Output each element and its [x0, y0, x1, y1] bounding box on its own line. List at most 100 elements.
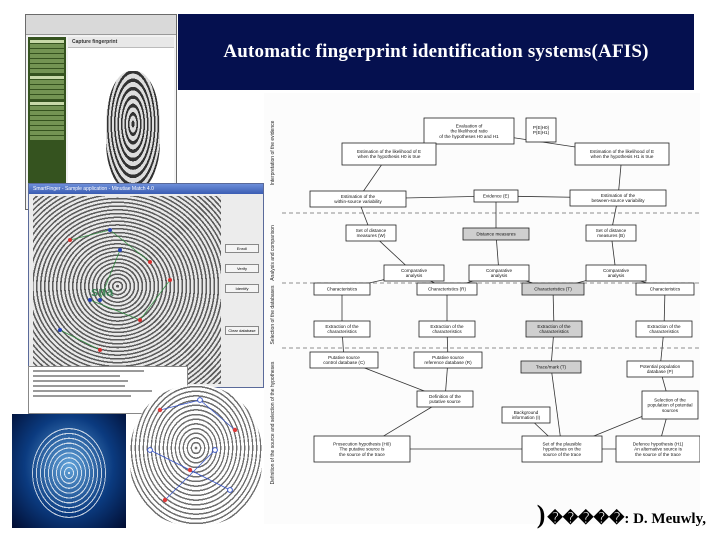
flow-node-distance: Distance measures: [462, 227, 530, 241]
flow-node-text: Characteristics (R): [428, 287, 467, 292]
credit-author: : D. Meuwly,: [624, 511, 706, 527]
flow-node-text: control database (C): [323, 360, 365, 365]
flow-node-text: Putative source: [328, 355, 360, 360]
flow-node-char-c: Characteristics: [313, 282, 371, 296]
flow-node-text: Evaluation of: [456, 123, 483, 128]
flow-node-text: of the hypotheses H0 and H1: [439, 134, 499, 139]
flow-node-text: measures (B): [597, 233, 625, 238]
flow-node-text: Set of distance: [596, 228, 627, 233]
flow-node-text: reference database (R): [424, 360, 472, 365]
flow-node-text: when the hypothesis H1 is true: [591, 154, 654, 159]
flow-node-text: Extraction of the: [430, 324, 464, 329]
flow-node-text: Extraction of the: [647, 324, 681, 329]
flow-node-text: database (P): [647, 369, 674, 374]
flow-node-text: Set of distance: [356, 228, 387, 233]
flow-node-text: P(E|H1): [533, 130, 550, 135]
flow-node-text: Selection of the: [654, 397, 686, 402]
watermark-text: sna: [91, 284, 114, 299]
flow-side-label: Definition of the source and selection o…: [270, 361, 276, 484]
enroll-button[interactable]: Enroll: [225, 244, 259, 253]
flow-node-text: analysis: [406, 273, 423, 278]
flow-node-char-t: Characteristics (T): [521, 282, 585, 296]
identify-button[interactable]: Identify: [225, 284, 259, 293]
flow-node-text: An alternative source is: [634, 447, 682, 452]
flow-node-text: sources: [662, 408, 679, 413]
flow-node-text: when the hypothesis H0 is true: [358, 154, 421, 159]
flow-side-label: Interpretation of the evidence: [270, 120, 276, 185]
flow-node-text: analysis: [608, 273, 625, 278]
flow-node-text: Distance measures: [476, 232, 516, 237]
flow-node-text: Comparative: [401, 268, 427, 273]
flow-node-trace: Trace/mark (T): [520, 360, 582, 374]
matcher-app-window: SmartFinger - Sample application - Minut…: [28, 183, 264, 388]
browser-content: Capture fingerprint: [68, 37, 174, 207]
flow-node-text: Estimation of the likelihood of E: [357, 149, 421, 154]
clear-database-button[interactable]: Clear database: [225, 326, 259, 335]
flow-node-text: Putative source: [432, 355, 464, 360]
flow-node-text: Estimation of the: [601, 193, 636, 198]
flow-node-text: source of the trace: [543, 452, 581, 457]
flow-node-text: Extraction of the: [325, 324, 359, 329]
flow-node-text: P(E|H0): [533, 125, 550, 130]
capture-header: Capture fingerprint: [68, 37, 174, 48]
flow-node-text: putative source: [429, 399, 461, 404]
flow-node-prosecution: Prosecution hypothesis (H0)The putative …: [313, 435, 411, 463]
flow-node-text: characteristics: [539, 329, 569, 334]
flow-node-char-p: Characteristics: [635, 282, 695, 296]
flow-node-text: Set of the plausible: [542, 441, 582, 446]
flow-node-text: Comparative: [603, 268, 629, 273]
flow-node-text: the likelihood ratio: [450, 129, 487, 134]
flow-node-evidence: Evidence (E): [473, 189, 519, 203]
flow-node-text: Estimation of the likelihood of E: [590, 149, 654, 154]
flow-node-text: Prosecution hypothesis (H0): [333, 441, 391, 446]
flow-node-text: between-source variability: [591, 198, 645, 203]
flow-node-text: Characteristics: [650, 287, 681, 292]
credit-paren: ): [536, 500, 546, 529]
flow-node-text: Characteristics (T): [534, 287, 572, 292]
flow-node-text: analysis: [491, 273, 508, 278]
flow-node-text: Evidence (E): [483, 194, 510, 199]
annotated-latent-print: [130, 385, 262, 525]
flow-node-text: Defence hypothesis (H1): [633, 441, 684, 446]
browser-screenshot: Capture fingerprint: [25, 14, 177, 210]
flow-node-text: hypotheses on the: [543, 447, 581, 452]
browser-toolbar: [26, 15, 176, 35]
fingerprint-image: [106, 71, 160, 189]
flow-node-text: Potential population: [640, 364, 681, 369]
blue-fingerprint-illustration: [12, 414, 126, 528]
flow-node-text: The putative source is: [340, 447, 386, 452]
flow-side-label: Analysis and comparison: [270, 225, 276, 281]
flow-node-text: Definition of the: [429, 394, 461, 399]
credit-garbled: �����: [547, 511, 625, 527]
slide-title-banner: Automatic fingerprint identification sys…: [178, 14, 694, 90]
fingerprint-minutiae-image: [33, 196, 221, 384]
flow-node-text: Trace/mark (T): [536, 365, 567, 370]
flow-node-text: the source of the trace: [635, 452, 681, 457]
flow-node-text: characteristics: [432, 329, 462, 334]
flow-node-text: Extraction of the: [537, 324, 571, 329]
app-title-bar: SmartFinger - Sample application - Minut…: [29, 184, 263, 194]
verify-button[interactable]: Verify: [225, 264, 259, 273]
browser-sidebar: [28, 37, 66, 207]
flow-node-defence: Defence hypothesis (H1)An alternative so…: [615, 435, 700, 463]
flow-node-text: Characteristics: [327, 287, 358, 292]
credit-line: )�����: D. Meuwly,: [537, 500, 706, 530]
